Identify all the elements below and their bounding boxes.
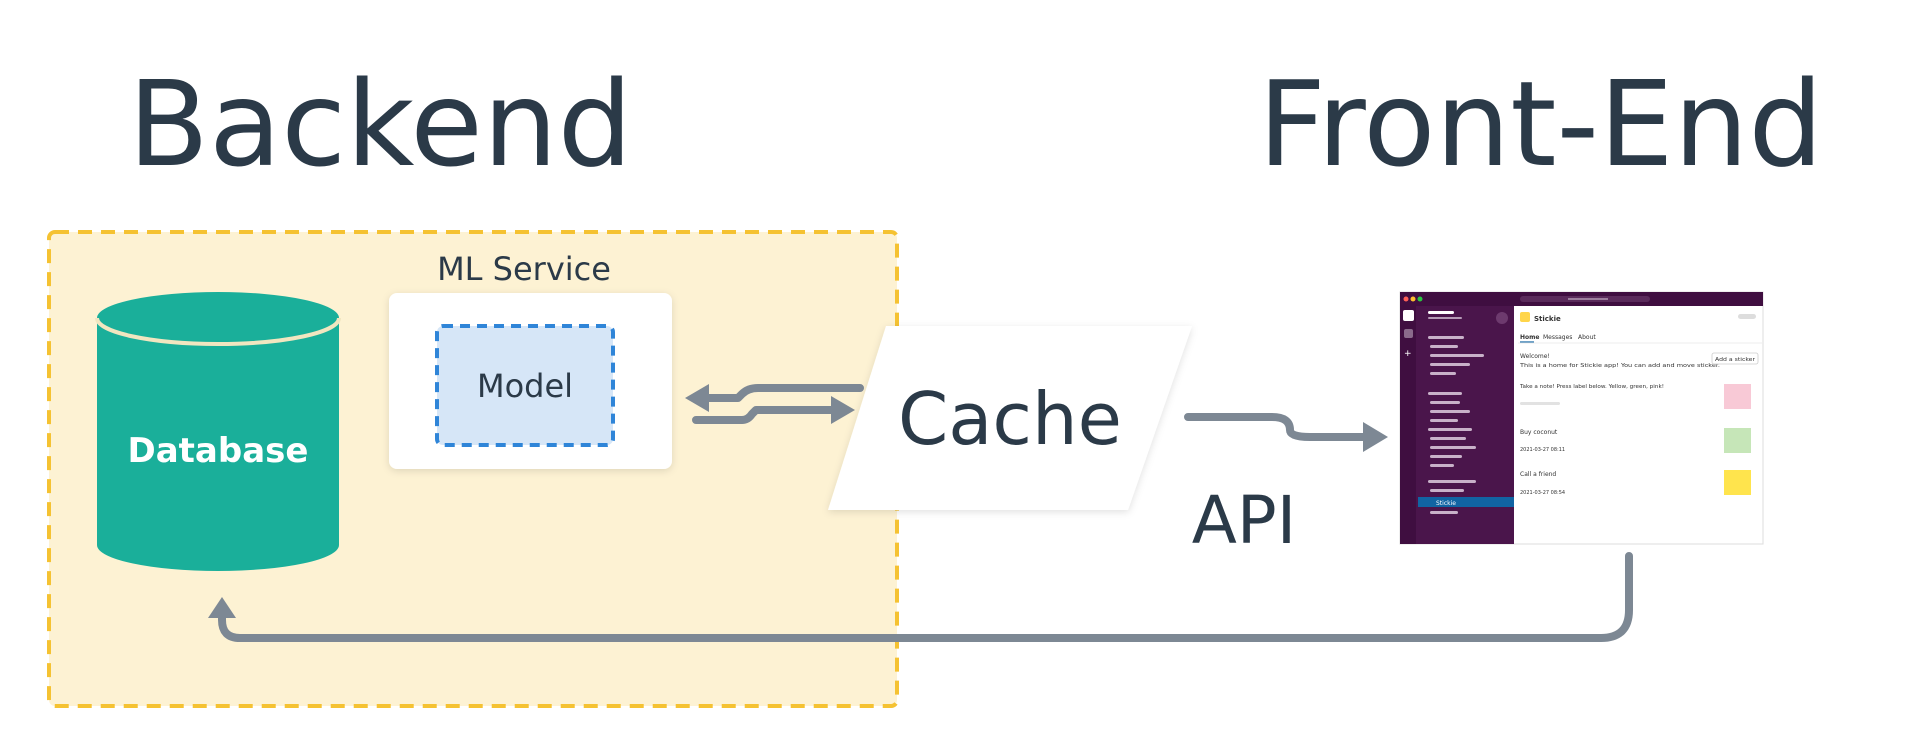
model-label: Model — [477, 367, 573, 405]
app-note-1-date: 2021-03-27 08:11 — [1520, 447, 1565, 453]
arrowhead-right — [831, 396, 855, 424]
app-note-1-title: Buy coconut — [1520, 429, 1558, 436]
return-arrow — [208, 552, 1633, 642]
database-node[interactable]: Database — [95, 292, 341, 571]
ml-cache-arrows — [685, 384, 864, 424]
app-yellow-sticker — [1724, 470, 1751, 495]
app-add-sticker-button — [1711, 352, 1759, 365]
app-pink-sticker — [1724, 384, 1751, 409]
arrowhead-left — [685, 384, 709, 412]
app-add-sticker-label: Add a sticker — [1715, 357, 1756, 363]
cache-node[interactable]: Cache — [828, 326, 1192, 510]
app-selected-channel — [1418, 497, 1514, 507]
app-note-2-date: 2021-03-27 08:54 — [1520, 490, 1565, 496]
ml-service-label: ML Service — [437, 250, 611, 288]
app-welcome-text: This is a home for Stickie app! You can … — [1519, 363, 1720, 369]
cache-label: Cache — [898, 377, 1122, 461]
api-label: API — [1192, 482, 1296, 559]
frontend-heading: Front-End — [1258, 55, 1823, 193]
app-note-2-title: Call a friend — [1520, 471, 1556, 478]
api-arrow — [1184, 413, 1388, 452]
app-tab-about[interactable]: About — [1578, 334, 1596, 341]
backend-heading: Backend — [128, 55, 633, 193]
app-green-sticker — [1724, 428, 1751, 453]
arrow-to-ml-service — [696, 384, 864, 402]
app-take-note: Take a note! Press label below. Yellow, … — [1519, 384, 1664, 390]
app-welcome-title: Welcome! — [1520, 353, 1550, 360]
app-sidebar — [1416, 306, 1514, 544]
app-icon-rail — [1400, 306, 1416, 544]
model-box[interactable] — [435, 324, 615, 447]
arrow-to-cache — [692, 406, 840, 424]
app-selected-channel-label: Stickie — [1436, 500, 1456, 507]
database-label: Database — [128, 431, 309, 471]
app-note-icon — [1520, 312, 1530, 322]
frontend-app-screenshot[interactable]: + Stickie Stickie Home Messages About — [1399, 291, 1764, 545]
app-tab-home[interactable]: Home — [1520, 334, 1539, 341]
app-name: Stickie — [1534, 315, 1561, 323]
app-tab-messages[interactable]: Messages — [1543, 334, 1572, 341]
svg-text:+: + — [1404, 349, 1412, 359]
